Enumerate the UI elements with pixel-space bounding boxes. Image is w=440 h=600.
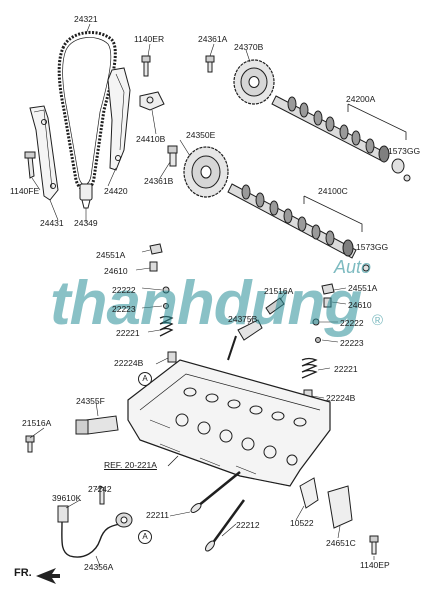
label-24361a: 24361A xyxy=(198,34,228,44)
cylinder-head xyxy=(127,359,331,487)
label-24349: 24349 xyxy=(74,218,98,228)
label-21516a-bottom: 21516A xyxy=(22,418,52,428)
label-22222-right: 22222 xyxy=(340,318,364,328)
tensioner xyxy=(79,183,93,201)
label-39610k: 39610K xyxy=(52,493,82,503)
label-ref: REF. 20-221A xyxy=(104,460,157,470)
label-22221-right: 22221 xyxy=(334,364,358,374)
rear-cover xyxy=(327,485,353,529)
label-24610-right: 24610 xyxy=(348,300,372,310)
label-1573gg-top: 1573GG xyxy=(388,146,421,156)
watermark-registered: ® xyxy=(372,312,384,329)
label-24420: 24420 xyxy=(104,186,128,196)
label-24410b: 24410B xyxy=(136,134,166,144)
callout-a-head: A xyxy=(138,372,152,386)
label-24651c: 24651C xyxy=(326,538,356,548)
label-24100c: 24100C xyxy=(318,186,348,196)
label-22212: 22212 xyxy=(236,520,260,530)
label-24370b: 24370B xyxy=(234,42,264,52)
camshaft-exhaust xyxy=(271,95,390,163)
label-22221-left: 22221 xyxy=(116,328,140,338)
label-1573gg-mid: 1573GG xyxy=(356,242,389,252)
label-24321: 24321 xyxy=(74,14,98,24)
sensor-harness xyxy=(57,485,133,558)
label-1140er: 1140ER xyxy=(134,34,165,44)
label-22223-left: 22223 xyxy=(112,304,136,314)
cam-sensor xyxy=(237,319,263,341)
gasket xyxy=(299,477,319,509)
label-22222-left: 22222 xyxy=(112,285,136,295)
tensioner-arm xyxy=(107,67,131,171)
camshaft-intake xyxy=(227,183,357,259)
valve-spring-right xyxy=(301,357,318,379)
label-24355f: 24355F xyxy=(76,396,105,406)
watermark-sub: Auto xyxy=(334,257,372,277)
label-22224b-left: 22224B xyxy=(114,358,144,368)
label-10522: 10522 xyxy=(290,518,314,528)
label-1140ep: 1140EP xyxy=(360,560,390,570)
label-22223-right: 22223 xyxy=(340,338,364,348)
label-24356a: 24356A xyxy=(84,562,114,572)
front-arrow xyxy=(36,568,60,584)
callout-a-sensor: A xyxy=(138,530,152,544)
label-24431: 24431 xyxy=(40,218,64,228)
label-22224b-right: 22224B xyxy=(326,393,356,403)
valves xyxy=(190,471,246,552)
front-direction-label: FR. xyxy=(14,567,32,579)
oil-control-valve xyxy=(85,415,119,435)
label-24551a-right: 24551A xyxy=(348,283,378,293)
label-24361b: 24361B xyxy=(144,176,174,186)
valve-spring-left xyxy=(159,315,174,337)
label-21516a-top: 21516A xyxy=(264,286,294,296)
label-24610-left: 24610 xyxy=(104,266,128,276)
label-24375b: 24375B xyxy=(228,314,258,324)
label-24551a-left: 24551A xyxy=(96,250,126,260)
label-1140fe: 1140FE xyxy=(10,186,40,196)
bolt-1140fe xyxy=(27,155,35,179)
label-27242: 27242 xyxy=(88,484,112,494)
watermark-text: thanhdung xyxy=(50,269,362,338)
label-22211: 22211 xyxy=(146,510,170,520)
ocv-bracket xyxy=(139,91,165,111)
label-24200a: 24200A xyxy=(346,94,376,104)
label-24350e: 24350E xyxy=(186,130,216,140)
timing-chain xyxy=(57,30,117,191)
